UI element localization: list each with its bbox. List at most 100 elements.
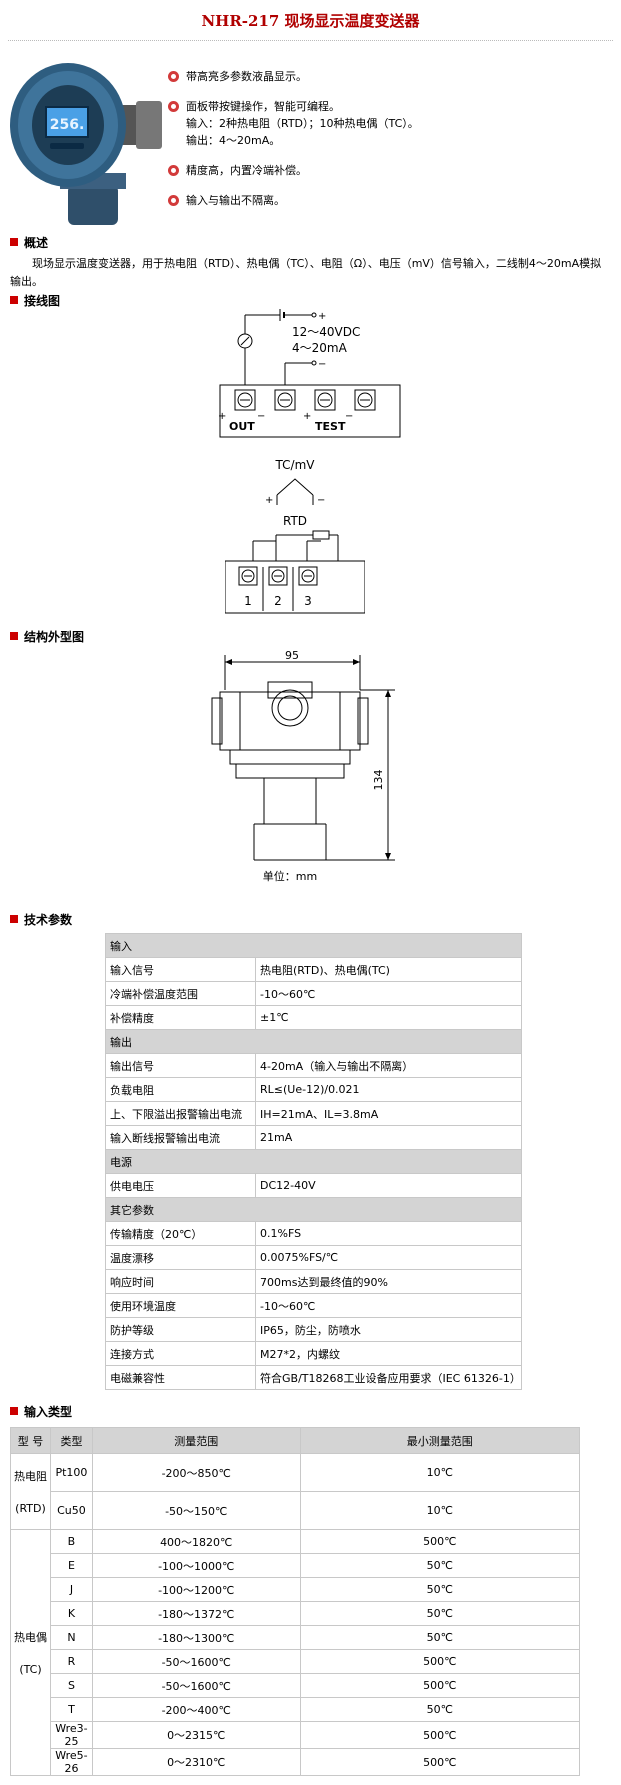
bullet-icon bbox=[168, 101, 179, 112]
section-structure: 结构外型图 bbox=[10, 629, 84, 645]
min-range-cell: 500℃ bbox=[299, 1649, 581, 1674]
param-key: 防护等级 bbox=[105, 1317, 256, 1342]
feature-list: 带高亮多参数液晶显示。 面板带按键操作，智能可编程。输入：2种热电阻（RTD）；… bbox=[168, 68, 608, 222]
min-range-cell: 10℃ bbox=[299, 1491, 581, 1530]
param-key: 温度漂移 bbox=[105, 1245, 256, 1270]
param-value: IH=21mA、IL=3.8mA bbox=[255, 1101, 522, 1126]
current-label: 4～20mA bbox=[292, 341, 348, 355]
svg-text:3: 3 bbox=[304, 594, 312, 608]
param-row: 冷端补偿温度范围-10～60℃ bbox=[105, 981, 522, 1006]
param-key: 输出信号 bbox=[105, 1053, 256, 1078]
output-wiring-diagram: + 12～40VDC 4～20mA − + − OUT + − TEST bbox=[218, 309, 401, 438]
tc-mv-label: TC/mV bbox=[275, 458, 316, 472]
param-value: DC12-40V bbox=[255, 1173, 522, 1198]
param-key: 使用环境温度 bbox=[105, 1293, 256, 1318]
param-key: 补偿精度 bbox=[105, 1005, 256, 1030]
param-value: 0.0075%FS/℃ bbox=[255, 1245, 522, 1270]
type-cell: Wre5-26 bbox=[49, 1748, 93, 1776]
category-cell: 热电阻(RTD) bbox=[10, 1453, 51, 1530]
col-header: 最小测量范围 bbox=[299, 1427, 581, 1454]
input-types-table: 型 号 类型 测量范围 最小测量范围 热电阻(RTD)Pt100-200～850… bbox=[10, 1427, 581, 1776]
param-value: IP65，防尘，防喷水 bbox=[255, 1317, 522, 1342]
param-value: M27*2，内螺纹 bbox=[255, 1341, 522, 1366]
param-key: 上、下限溢出报警输出电流 bbox=[105, 1101, 256, 1126]
min-range-cell: 500℃ bbox=[299, 1721, 581, 1749]
square-bullet-icon bbox=[10, 1407, 18, 1415]
min-range-cell: 500℃ bbox=[299, 1529, 581, 1554]
range-cell: -200～850℃ bbox=[91, 1453, 301, 1492]
square-bullet-icon bbox=[10, 296, 18, 304]
param-row: 电磁兼容性符合GB/T18268工业设备应用要求（IEC 61326-1） bbox=[105, 1365, 522, 1390]
bullet-icon bbox=[168, 71, 179, 82]
product-image: 256. bbox=[10, 63, 162, 225]
param-group-row: 电源 bbox=[105, 1149, 522, 1174]
param-group-label: 输入 bbox=[105, 933, 522, 958]
type-cell: T bbox=[49, 1697, 93, 1722]
range-cell: 0～2310℃ bbox=[91, 1748, 301, 1776]
type-cell: J bbox=[49, 1577, 93, 1602]
type-cell: K bbox=[49, 1601, 93, 1626]
param-group-row: 输出 bbox=[105, 1029, 522, 1054]
overview-text: 现场显示温度变送器，用于热电阻（RTD）、热电偶（TC）、电阻（Ω）、电压（mV… bbox=[10, 257, 602, 288]
svg-text:1: 1 bbox=[244, 594, 252, 608]
svg-text:+: + bbox=[218, 411, 226, 422]
square-bullet-icon bbox=[10, 238, 18, 246]
type-cell: E bbox=[49, 1553, 93, 1578]
range-cell: -50～1600℃ bbox=[91, 1649, 301, 1674]
structure-drawing: 95 134 单位：mm bbox=[211, 650, 395, 883]
param-value: 0.1%FS bbox=[255, 1221, 522, 1246]
param-value: 4-20mA（输入与输出不隔离） bbox=[255, 1053, 522, 1078]
feature-item: 输入与输出不隔离。 bbox=[168, 192, 608, 209]
page-title: NHR-217 现场显示温度变送器 bbox=[201, 12, 420, 30]
type-cell: B bbox=[49, 1529, 93, 1554]
bullet-icon bbox=[168, 165, 179, 176]
col-header: 类型 bbox=[49, 1427, 93, 1454]
svg-text:−: − bbox=[318, 359, 326, 370]
svg-text:−: − bbox=[345, 411, 353, 422]
out-label: OUT bbox=[229, 420, 255, 433]
test-label: TEST bbox=[315, 420, 346, 433]
col-header: 测量范围 bbox=[91, 1427, 301, 1454]
param-row: 输入信号热电阻(RTD)、热电偶(TC) bbox=[105, 957, 522, 982]
input-wiring-diagram: TC/mV + − RTD 1 2 3 bbox=[225, 458, 365, 614]
param-key: 响应时间 bbox=[105, 1269, 256, 1294]
min-range-cell: 50℃ bbox=[299, 1625, 581, 1650]
param-value: -10～60℃ bbox=[255, 1293, 522, 1318]
min-range-cell: 10℃ bbox=[299, 1453, 581, 1492]
min-range-cell: 50℃ bbox=[299, 1601, 581, 1626]
range-cell: -180～1372℃ bbox=[91, 1601, 301, 1626]
param-row: 补偿精度±1℃ bbox=[105, 1005, 522, 1030]
svg-text:−: − bbox=[257, 411, 265, 422]
param-row: 传输精度（20℃）0.1%FS bbox=[105, 1221, 522, 1246]
square-bullet-icon bbox=[10, 632, 18, 640]
param-key: 输入信号 bbox=[105, 957, 256, 982]
rtd-label: RTD bbox=[283, 514, 307, 528]
range-cell: -100～1000℃ bbox=[91, 1553, 301, 1578]
param-value: 热电阻(RTD)、热电偶(TC) bbox=[255, 957, 522, 982]
min-range-cell: 50℃ bbox=[299, 1553, 581, 1578]
type-cell: Cu50 bbox=[49, 1491, 93, 1530]
section-wiring: 接线图 bbox=[10, 293, 60, 309]
range-cell: -50～150℃ bbox=[91, 1491, 301, 1530]
title-divider bbox=[8, 40, 613, 41]
svg-text:2: 2 bbox=[274, 594, 282, 608]
param-group-label: 输出 bbox=[105, 1029, 522, 1054]
square-bullet-icon bbox=[10, 915, 18, 923]
